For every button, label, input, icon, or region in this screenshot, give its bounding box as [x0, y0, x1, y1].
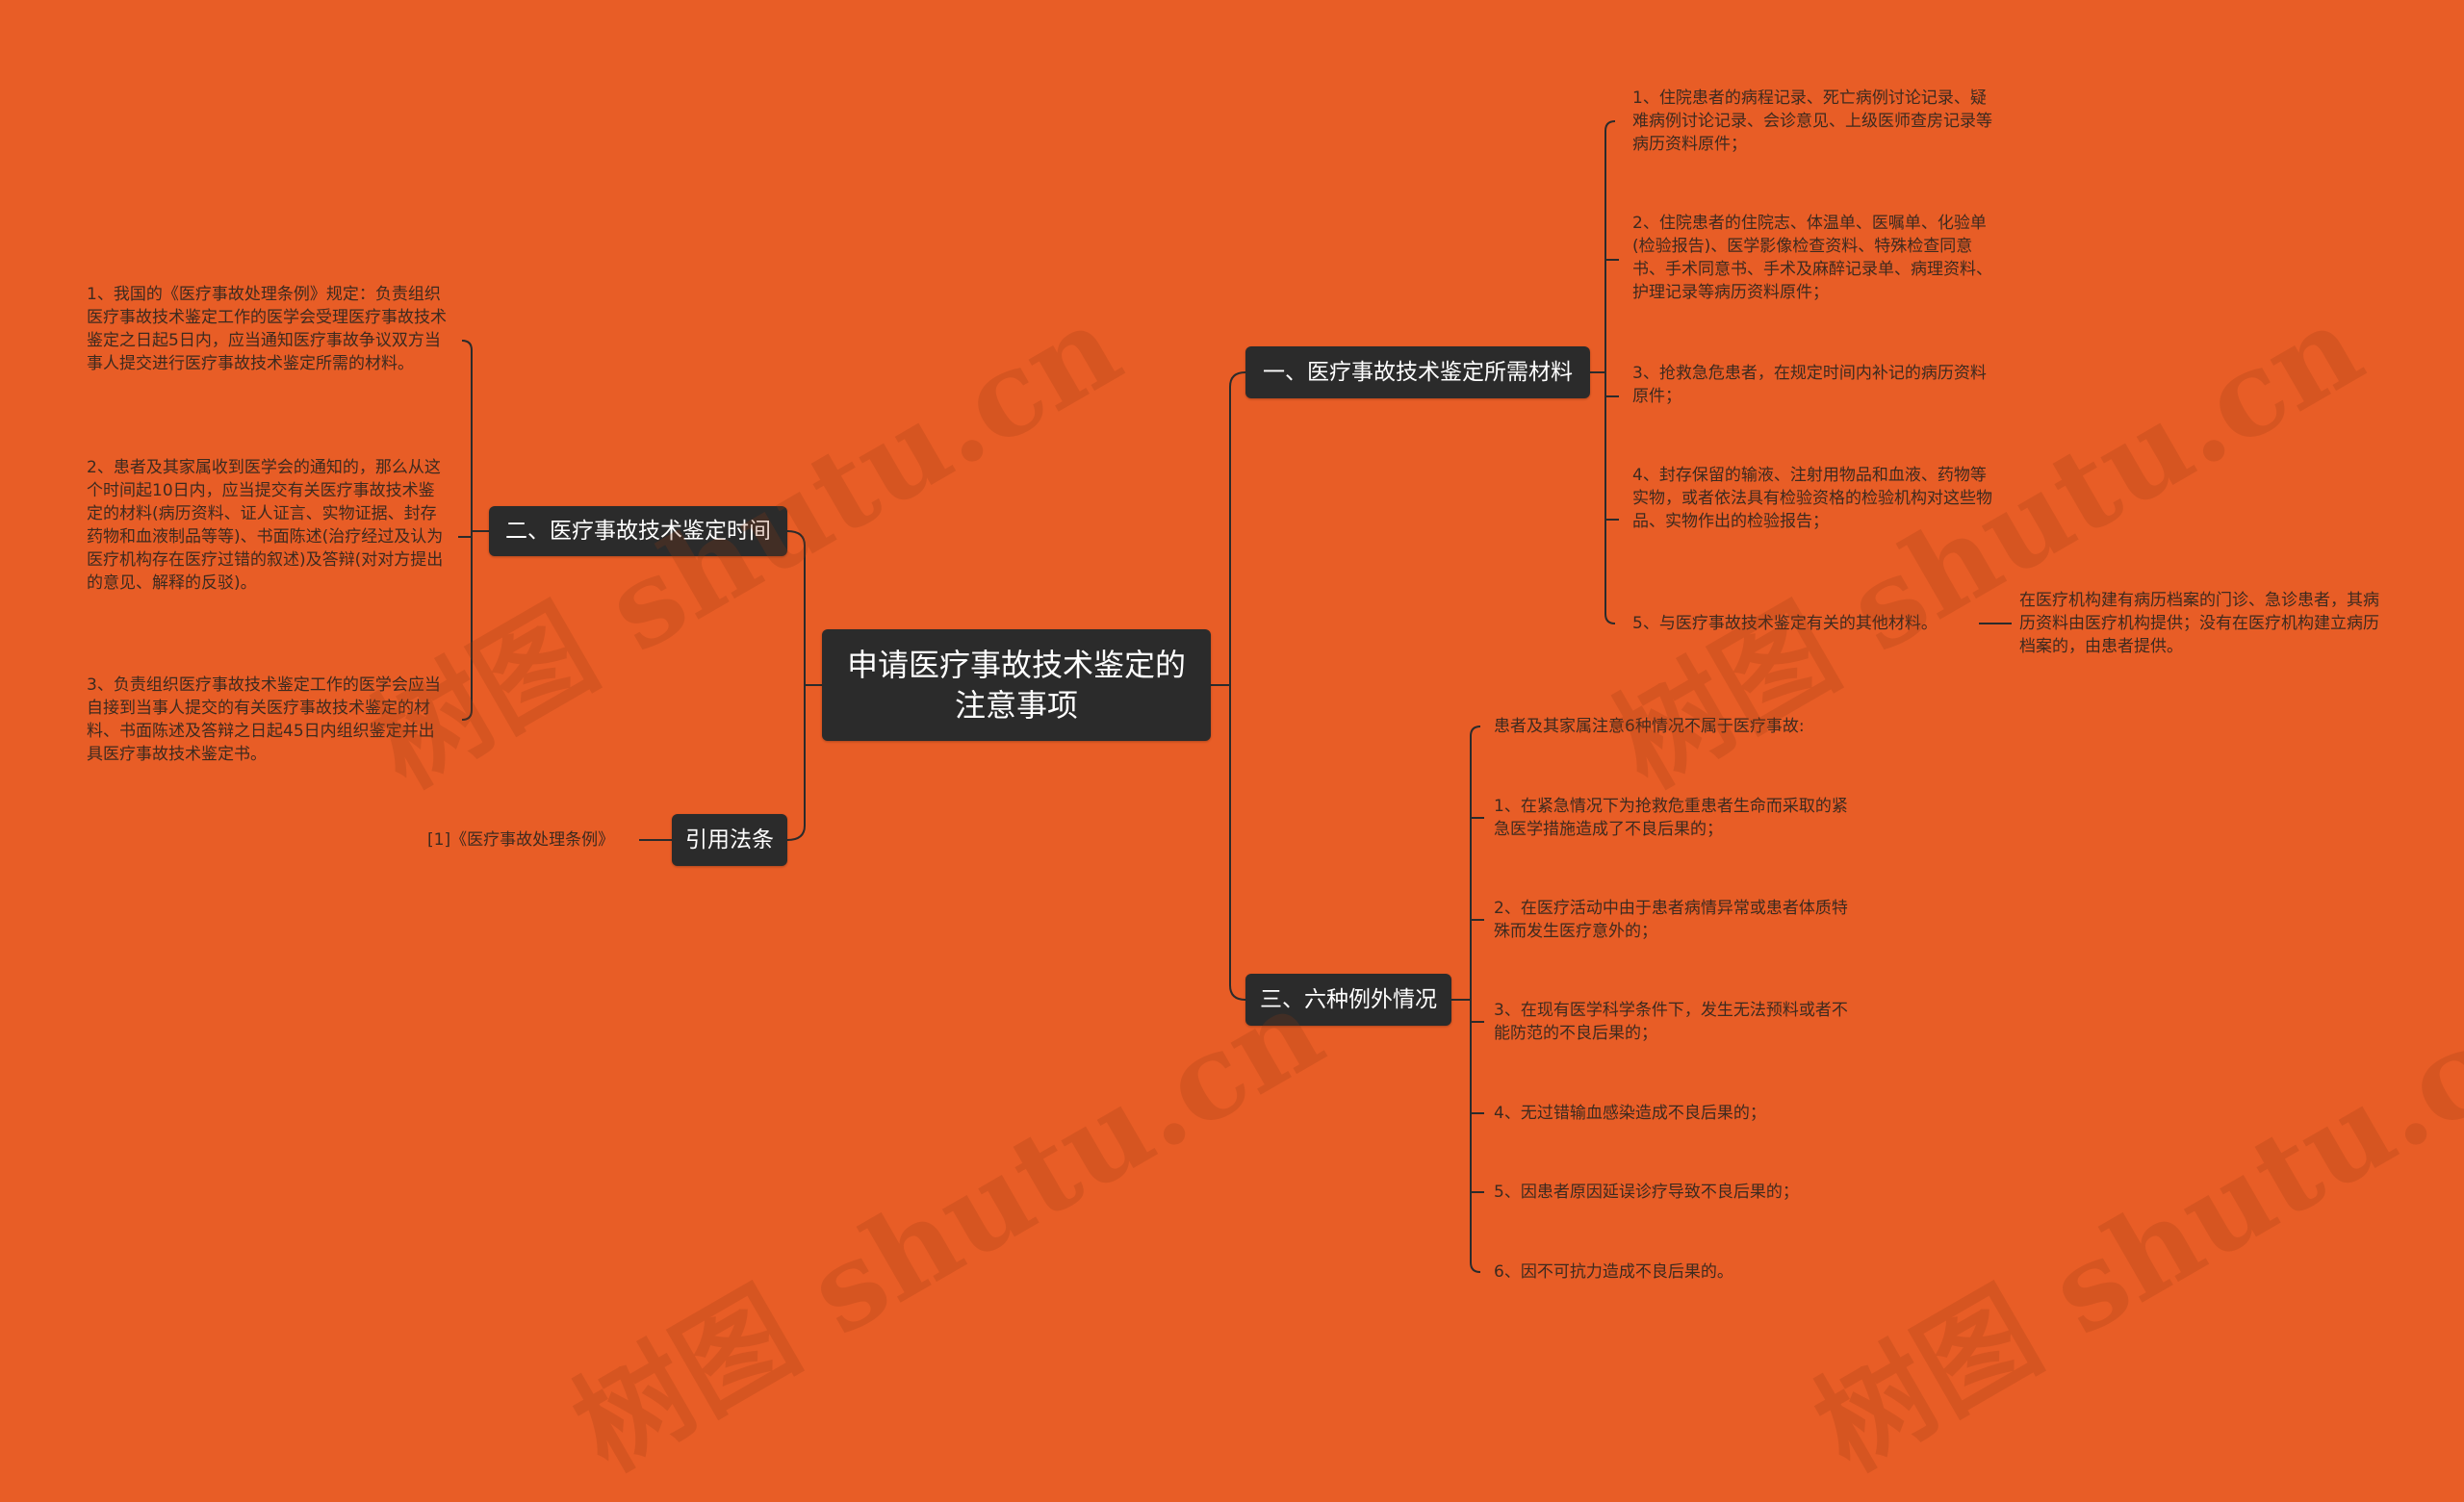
citation-item-1: [1]《医疗事故处理条例》 [427, 830, 615, 850]
timing-item-2: 2、患者及其家属收到医学会的通知的，那么从这个时间起10日内，应当提交有关医疗事… [87, 458, 444, 593]
materials-item-4: 4、封存保留的输液、注射用物品和血液、药物等实物，或者依法具有检验资格的检验机构… [1632, 466, 1992, 531]
link-timing [786, 530, 806, 685]
materials-bracket [1604, 120, 1616, 624]
branch-citation[interactable]: 引用法条 [672, 814, 787, 866]
exceptions-item-6: 6、因不可抗力造成不良后果的。 [1494, 1262, 1733, 1282]
materials-item-5: 5、与医疗事故技术鉴定有关的其他材料。 [1632, 614, 1938, 633]
exceptions-item-5: 5、因患者原因延误诊疗导致不良后果的； [1494, 1183, 1799, 1202]
root-node[interactable]: 申请医疗事故技术鉴定的注意事项 [822, 629, 1211, 741]
exceptions-intro: 患者及其家属注意6种情况不属于医疗事故: [1494, 717, 1805, 736]
materials-item-5-subitem: 在医疗机构建有病历档案的门诊、急诊患者，其病历资料由医疗机构提供；没有在医疗机构… [2019, 591, 2379, 656]
link-citation [786, 685, 806, 841]
exceptions-item-4: 4、无过错输血感染造成不良后果的； [1494, 1104, 1766, 1123]
connector-layer [458, 120, 2012, 1273]
link-exceptions [1229, 685, 1246, 1001]
branch-materials-label: 一、医疗事故技术鉴定所需材料 [1263, 360, 1573, 385]
root-label: 申请医疗事故技术鉴定的注意事项 [846, 647, 1186, 724]
timing-item-1: 1、我国的《医疗事故处理条例》规定：负责组织医疗事故技术鉴定工作的医学会受理医疗… [87, 285, 447, 373]
materials-item-1: 1、住院患者的病程记录、死亡病例讨论记录、疑难病例讨论记录、会诊意见、上级医师查… [1632, 89, 1992, 154]
branch-citation-label: 引用法条 [685, 827, 774, 853]
branch-exceptions-label: 三、六种例外情况 [1260, 987, 1437, 1012]
materials-item-2: 2、住院患者的住院志、体温单、医嘱单、化验单(检验报告)、医学影像检查资料、特殊… [1632, 214, 1992, 302]
branch-timing-label: 二、医疗事故技术鉴定时间 [505, 519, 771, 544]
exceptions-item-3: 3、在现有医学科学条件下，发生无法预料或者不能防范的不良后果的； [1494, 1001, 1848, 1043]
timing-bracket [461, 340, 473, 721]
branch-timing[interactable]: 二、医疗事故技术鉴定时间 [489, 506, 787, 556]
branch-exceptions[interactable]: 三、六种例外情况 [1245, 974, 1451, 1026]
branch-materials[interactable]: 一、医疗事故技术鉴定所需材料 [1245, 346, 1590, 398]
timing-item-3: 3、负责组织医疗事故技术鉴定工作的医学会应当自接到当事人提交的有关医疗事故技术鉴… [87, 675, 441, 764]
link-materials [1229, 371, 1246, 685]
exceptions-item-2: 2、在医疗活动中由于患者病情异常或患者体质特殊而发生医疗意外的； [1494, 899, 1848, 941]
exceptions-bracket [1470, 726, 1481, 1273]
materials-item-3: 3、抢救急危患者，在规定时间内补记的病历资料原件； [1632, 364, 1987, 406]
exceptions-item-1: 1、在紧急情况下为抢救危重患者生命而采取的紧急医学措施造成了不良后果的； [1494, 797, 1848, 839]
